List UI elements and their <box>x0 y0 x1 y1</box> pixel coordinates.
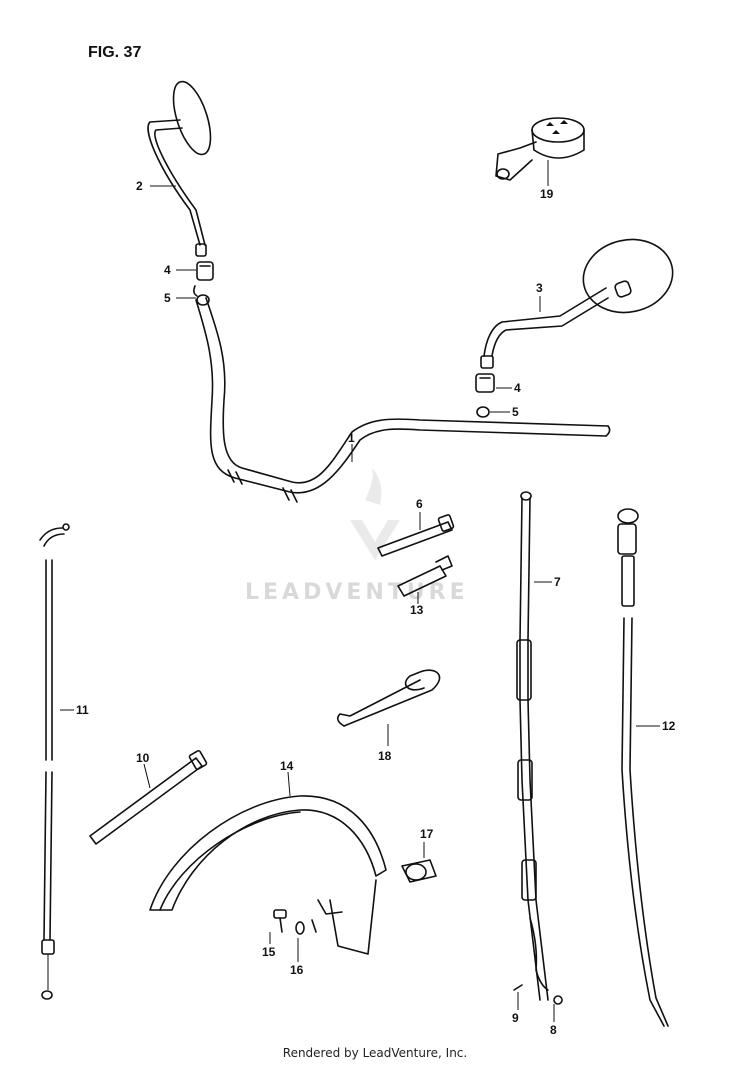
callout-10: 10 <box>136 751 150 765</box>
left-mirror-washer-part-5[interactable] <box>193 285 210 306</box>
throttle-housing-part-19[interactable] <box>495 117 585 186</box>
nut-part-17[interactable] <box>401 859 437 883</box>
callout-12: 12 <box>662 719 676 733</box>
clutch-cable-part-7[interactable] <box>516 491 549 1001</box>
leader-lines <box>60 185 660 1022</box>
callout-4-right: 4 <box>514 381 521 395</box>
callout-11: 11 <box>76 703 89 717</box>
throttle-cable-part-11[interactable] <box>39 523 70 1000</box>
callout-5-left: 5 <box>164 291 171 305</box>
callout-17: 17 <box>420 827 434 841</box>
callout-1: 1 <box>348 431 355 445</box>
cable-clamp-part-6[interactable] <box>377 514 455 557</box>
callout-7: 7 <box>554 575 561 589</box>
callout-18: 18 <box>378 749 392 763</box>
callout-9: 9 <box>512 1011 519 1025</box>
callout-2: 2 <box>136 179 143 193</box>
cable-clamp-part-13[interactable] <box>397 555 453 597</box>
left-mirror-part-2[interactable] <box>147 77 218 257</box>
footer-credit: Rendered by LeadVenture, Inc. <box>282 1046 468 1060</box>
strap-part-10[interactable] <box>89 750 208 845</box>
right-mirror-washer-part-5[interactable] <box>476 406 490 418</box>
callout-5-right: 5 <box>512 405 519 419</box>
callout-4-left: 4 <box>164 263 171 277</box>
callout-16: 16 <box>290 963 304 977</box>
spring-clip-part-18[interactable] <box>336 669 441 727</box>
washer-part-16[interactable] <box>295 921 305 935</box>
watermark-logo <box>350 468 400 560</box>
speedometer-cable-part-12[interactable] <box>617 508 669 1027</box>
cable-pin-part-9[interactable] <box>513 984 523 991</box>
callout-15: 15 <box>262 945 276 959</box>
bolt-part-15[interactable] <box>273 909 287 933</box>
callouts: 1 2 3 4 5 4 5 6 7 8 9 10 11 12 13 14 15 … <box>76 179 676 1037</box>
right-mirror-part-3[interactable] <box>480 231 680 369</box>
front-fender-part-14[interactable] <box>149 795 387 955</box>
callout-6: 6 <box>416 497 423 511</box>
figure-title: FIG. 37 <box>88 44 142 61</box>
adjuster-nut-part-8[interactable] <box>553 995 563 1005</box>
handlebar-part-1[interactable] <box>195 297 611 503</box>
left-mirror-nut-part-4[interactable] <box>196 261 214 281</box>
callout-19: 19 <box>540 187 554 201</box>
callout-3: 3 <box>536 281 543 295</box>
right-mirror-nut-part-4[interactable] <box>475 373 495 393</box>
callout-13: 13 <box>410 603 424 617</box>
callout-8: 8 <box>550 1023 557 1037</box>
callout-14: 14 <box>280 759 294 773</box>
